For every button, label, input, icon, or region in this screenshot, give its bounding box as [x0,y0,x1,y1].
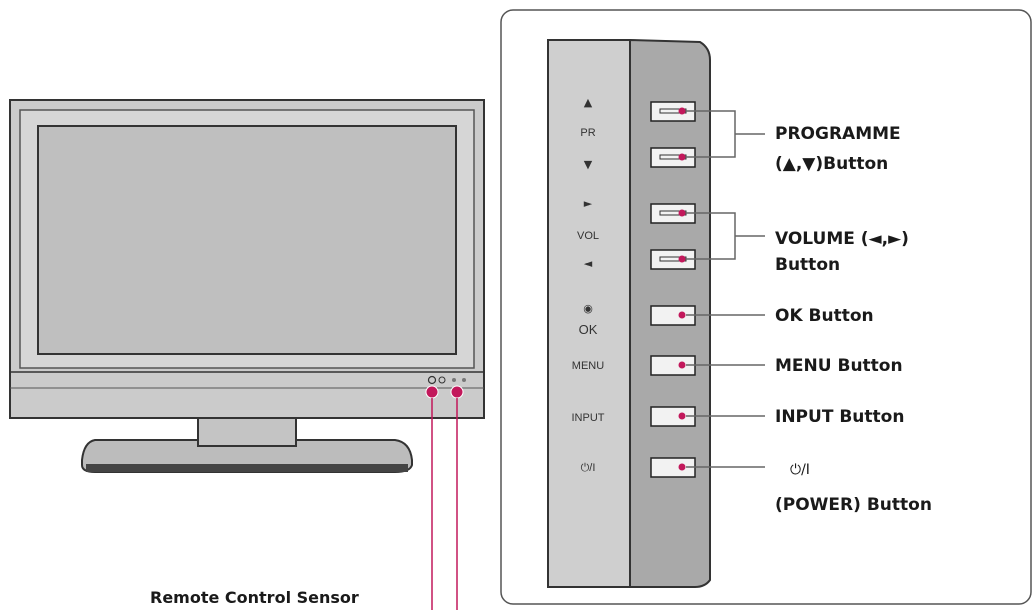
side-power-label: ⏻/I [580,462,596,474]
led-mark [452,378,456,382]
side-ok-label: OK [578,322,598,337]
label-volume-line1: VOLUME (◄,►) [775,229,909,249]
label-power-symbol: ⏻/I [790,462,810,478]
remote-sensor-mark-2 [438,376,446,384]
led-mark-2 [462,378,466,382]
button-menu[interactable] [650,355,696,376]
power-indicator-dot [450,385,464,399]
button-input[interactable] [650,406,696,427]
tv-stand-base-edge [86,464,408,472]
label-power-line2: (POWER) Button [775,495,932,515]
label-programme-line2: (▲,▼)Button [775,154,889,174]
tv-screen [37,125,457,355]
side-ok-icon: ◉ [583,302,593,315]
side-vol-label: VOL [576,230,599,242]
side-menu-label: MENU [571,360,605,372]
remote-sensor-mark [427,375,437,385]
button-pr-down[interactable] [650,147,696,168]
remote-sensor-dot [425,385,439,399]
label-input: INPUT Button [775,407,905,427]
label-programme-line1: PROGRAMME [775,124,901,144]
side-vol-down-icon: ◄ [583,257,593,270]
label-menu: MENU Button [775,356,903,376]
side-vol-up-icon: ► [583,197,593,210]
side-pr-label: PR [580,127,596,139]
side-pr-down-icon: ▼ [583,158,593,171]
label-volume-line2: Button [775,255,841,275]
side-input-label: INPUT [571,412,605,424]
label-ok: OK Button [775,306,874,326]
leader-volume [686,212,765,260]
label-remote-sensor: Remote Control Sensor [150,588,359,607]
tv-stand-neck [197,415,297,447]
side-pr-up-icon: ▲ [583,96,593,109]
leader-programme [686,110,765,158]
